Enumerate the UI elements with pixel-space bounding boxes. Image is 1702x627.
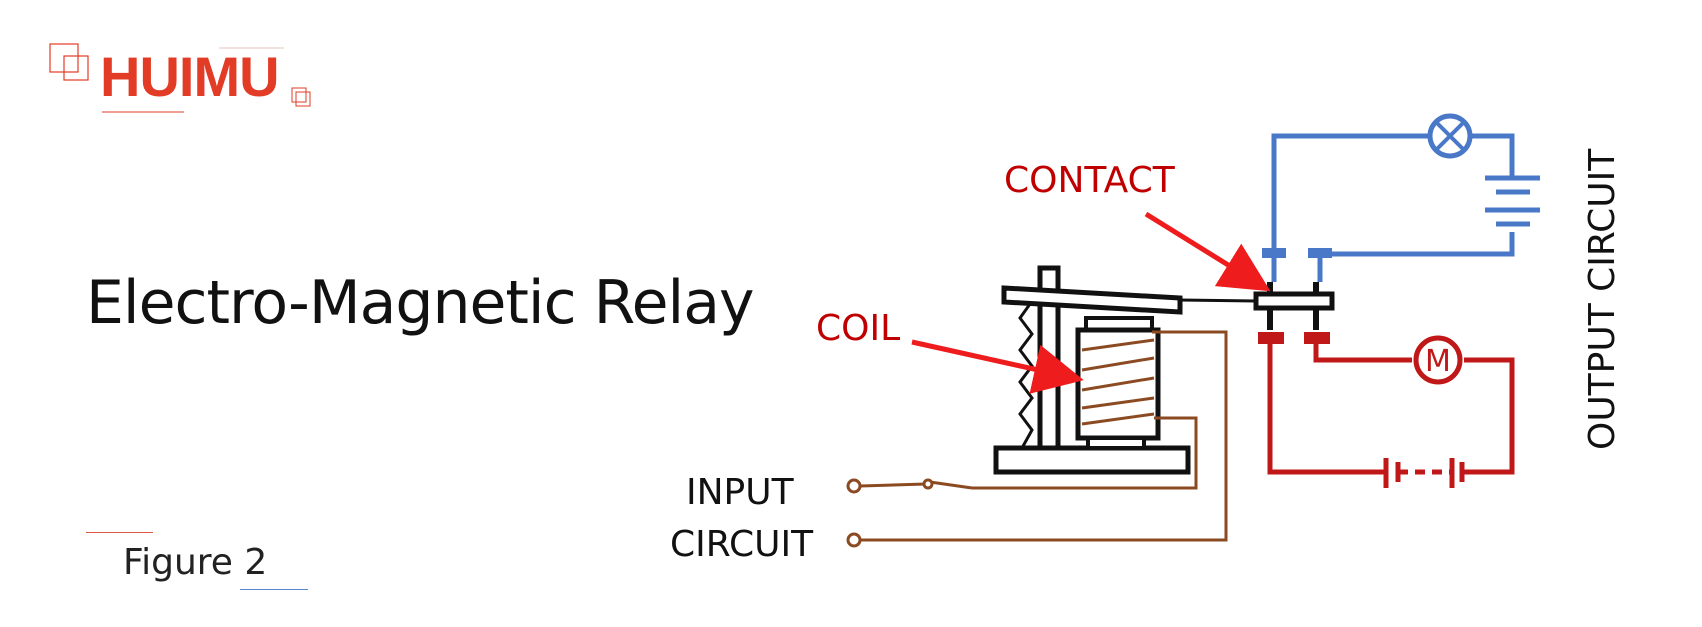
contact-label: CONTACT — [1004, 160, 1175, 201]
figure-caption: Figure 2 — [123, 542, 268, 583]
relay-body — [993, 265, 1191, 475]
page-title: Electro-Magnetic Relay — [86, 268, 755, 338]
contact-assembly — [1179, 282, 1335, 330]
contact-arrow — [1144, 211, 1271, 292]
svg-text:M: M — [1425, 344, 1451, 379]
input-circuit-label-line1: INPUT — [686, 472, 794, 513]
output-circuit-blue — [1262, 133, 1540, 282]
caption-accent-red — [86, 532, 153, 533]
caption-accent-blue — [240, 589, 308, 590]
brand-logo: HUIMU — [44, 38, 344, 118]
logo-squares-icon — [49, 43, 311, 113]
motor-icon: M — [1413, 335, 1463, 385]
lamp-icon — [1427, 113, 1473, 159]
coil-winding — [1081, 338, 1155, 426]
coil-arrow — [911, 339, 1084, 394]
brand-name: HUIMU — [100, 45, 280, 108]
input-circuit — [846, 330, 1228, 548]
input-circuit-label-line2: CIRCUIT — [670, 524, 814, 565]
output-circuit-red — [1258, 332, 1515, 488]
coil-label: COIL — [816, 308, 901, 349]
output-circuit-label: OUTPUT CIRCUIT — [1582, 148, 1623, 450]
